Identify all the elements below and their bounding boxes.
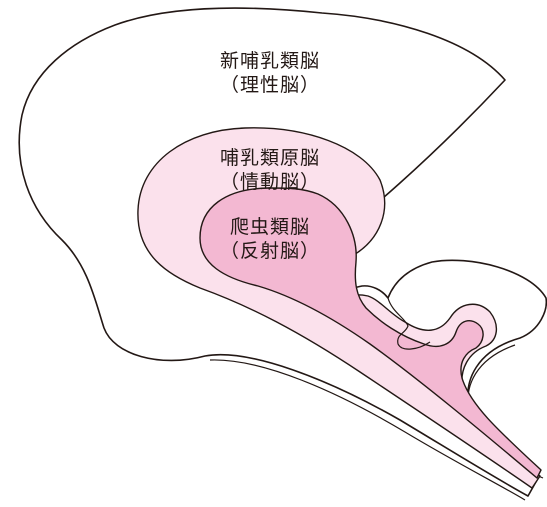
neocortex-label: 新哺乳類脳 （理性脳） <box>200 49 340 97</box>
neocortex-role: （理性脳） <box>200 73 340 97</box>
neocortex-name: 新哺乳類脳 <box>200 49 340 73</box>
limbic-label: 哺乳類原脳 （情動脳） <box>200 146 340 194</box>
reptilian-role: （反射脳） <box>200 239 340 263</box>
reptilian-label: 爬虫類脳 （反射脳） <box>200 215 340 263</box>
limbic-name: 哺乳類原脳 <box>200 146 340 170</box>
reptilian-name: 爬虫類脳 <box>200 215 340 239</box>
limbic-role: （情動脳） <box>200 170 340 194</box>
